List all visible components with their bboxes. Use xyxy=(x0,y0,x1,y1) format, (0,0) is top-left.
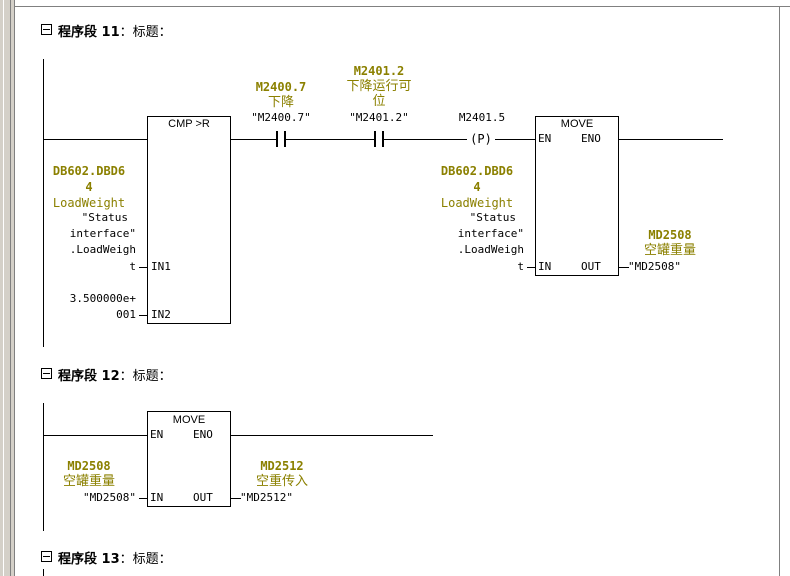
wire xyxy=(619,139,723,140)
power-rail-13 xyxy=(43,569,44,576)
wire xyxy=(495,139,536,140)
move-eno-pin: ENO xyxy=(581,132,601,145)
cmp-in1-pin: IN1 xyxy=(151,260,171,273)
editor-top-border xyxy=(14,6,790,7)
collapse-icon[interactable] xyxy=(41,551,52,562)
in1-symbol-address: DB602.DBD6 xyxy=(52,164,126,178)
contact2-comment-cont: 位 xyxy=(372,94,386,109)
wire xyxy=(139,267,148,268)
move-block[interactable] xyxy=(147,411,231,507)
wire xyxy=(527,267,536,268)
in1-operand[interactable]: t xyxy=(129,260,136,273)
move-eno-pin: ENO xyxy=(193,428,213,441)
network-title: ：标题： xyxy=(119,25,172,40)
no-contact-icon[interactable] xyxy=(276,131,286,147)
positive-edge-coil-icon[interactable]: (P) xyxy=(467,131,495,147)
wire xyxy=(286,139,374,140)
move-in-pin: IN xyxy=(538,260,552,273)
left-bar-stripe xyxy=(3,0,11,576)
move-in-operand[interactable]: .LoadWeigh xyxy=(457,243,524,256)
in1-operand[interactable]: "Status xyxy=(81,211,128,224)
contact2-address: M2401.2 xyxy=(353,64,405,78)
wire xyxy=(231,435,433,436)
wire xyxy=(619,267,629,268)
move-out-comment: 空罐重量 xyxy=(643,243,696,258)
move-out-address: MD2508 xyxy=(648,228,692,242)
wire xyxy=(43,435,148,436)
contact1-operand[interactable]: "M2400.7" xyxy=(251,111,311,124)
network-number: 11 xyxy=(101,25,120,40)
in1-operand[interactable]: .LoadWeigh xyxy=(69,243,136,256)
collapse-icon[interactable] xyxy=(41,24,52,35)
wire xyxy=(384,139,468,140)
contact2-comment: 下降运行可 xyxy=(346,79,412,94)
power-rail-11 xyxy=(43,59,44,347)
contact1-comment: 下降 xyxy=(267,95,294,110)
move-out-pin: OUT xyxy=(193,491,213,504)
network-prefix: 程序段 xyxy=(58,25,98,40)
network-title: ：标题： xyxy=(119,369,172,384)
network-13-header[interactable]: 程序段 13：标题： xyxy=(41,548,172,567)
move-in-operand[interactable]: "Status xyxy=(469,211,516,224)
wire xyxy=(231,139,276,140)
move-in-symbol-address-cont: 4 xyxy=(473,180,481,194)
move12-in-comment: 空罐重量 xyxy=(62,474,115,489)
network-title: ：标题： xyxy=(119,552,172,567)
wire xyxy=(231,498,241,499)
p-coil-address: M2401.5 xyxy=(458,111,506,124)
move12-out-comment: 空重传入 xyxy=(255,474,308,489)
in1-operand[interactable]: interface" xyxy=(69,227,136,240)
move-block[interactable] xyxy=(535,116,619,276)
move-en-pin: EN xyxy=(150,428,164,441)
network-prefix: 程序段 xyxy=(58,369,98,384)
contact1-address: M2400.7 xyxy=(255,80,307,94)
move12-out-address: MD2512 xyxy=(260,459,304,473)
network-number: 12 xyxy=(101,369,120,384)
move12-in-address: MD2508 xyxy=(67,459,111,473)
move-in-operand[interactable]: t xyxy=(517,260,524,273)
network-prefix: 程序段 xyxy=(58,552,98,567)
move-in-symbol-address: DB602.DBD6 xyxy=(440,164,514,178)
network-11-header[interactable]: 程序段 11：标题： xyxy=(41,21,172,40)
power-rail-12 xyxy=(43,403,44,531)
move-in-symbol-name: LoadWeight xyxy=(440,196,514,210)
cmp-block[interactable] xyxy=(147,116,231,324)
move-block-title: MOVE xyxy=(560,118,594,130)
move-in-pin: IN xyxy=(150,491,164,504)
no-contact-icon[interactable] xyxy=(374,131,384,147)
move12-out-operand[interactable]: "MD2512" xyxy=(240,491,293,504)
move-out-pin: OUT xyxy=(581,260,601,273)
left-scroll-bar[interactable] xyxy=(0,0,15,576)
move12-in-operand[interactable]: "MD2508" xyxy=(83,491,136,504)
in2-constant[interactable]: 001 xyxy=(116,308,136,321)
in1-symbol-name: LoadWeight xyxy=(52,196,126,210)
wire xyxy=(139,315,148,316)
contact2-operand[interactable]: "M2401.2" xyxy=(349,111,409,124)
editor-right-border xyxy=(779,6,780,576)
collapse-icon[interactable] xyxy=(41,368,52,379)
move-en-pin: EN xyxy=(538,132,552,145)
move-out-operand[interactable]: "MD2508" xyxy=(628,260,681,273)
move-in-operand[interactable]: interface" xyxy=(457,227,524,240)
in1-symbol-address-cont: 4 xyxy=(85,180,93,194)
move-block-title: MOVE xyxy=(172,414,206,426)
network-number: 13 xyxy=(101,552,120,567)
cmp-block-title: CMP >R xyxy=(168,118,210,130)
wire xyxy=(139,498,148,499)
wire xyxy=(43,139,148,140)
cmp-in2-pin: IN2 xyxy=(151,308,171,321)
network-12-header[interactable]: 程序段 12：标题： xyxy=(41,365,172,384)
in2-constant[interactable]: 3.500000e+ xyxy=(69,292,136,305)
